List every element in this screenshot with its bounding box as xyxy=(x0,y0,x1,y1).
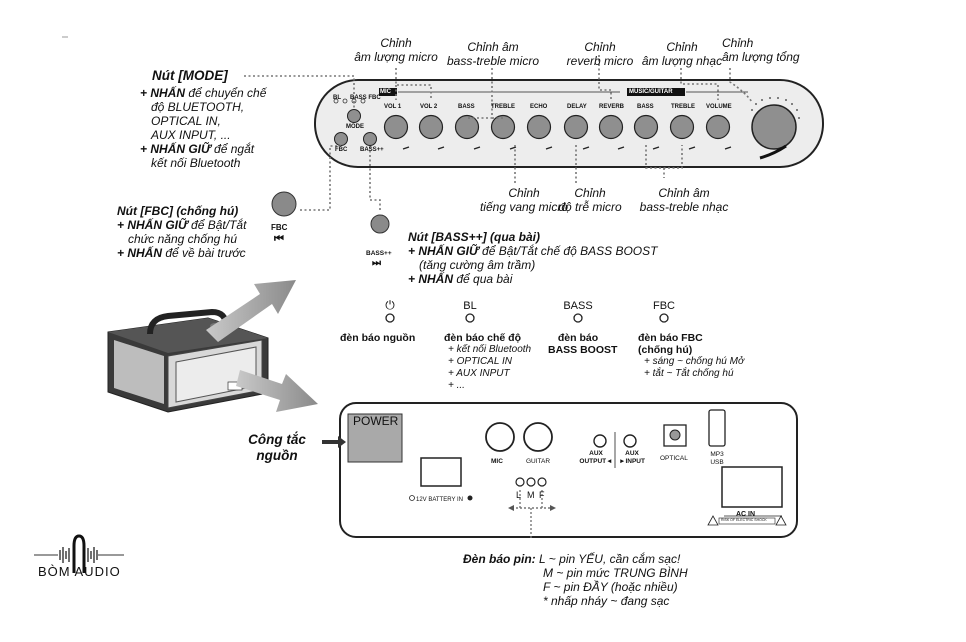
panel-led xyxy=(333,98,339,104)
knob-label: BASS xyxy=(458,104,475,110)
panel-fbc: FBC xyxy=(335,147,348,153)
mode-title: Nút [MODE] xyxy=(152,68,228,83)
knob-label: VOLUME xyxy=(706,104,732,110)
speaker-illustration xyxy=(107,308,269,413)
indicator-fbc-code: FBC xyxy=(653,300,675,312)
fbc-button-label: FBC xyxy=(271,223,288,232)
knob-label: ECHO xyxy=(530,104,548,110)
bass-button-panel[interactable] xyxy=(363,132,377,146)
mode-description: + NHẤN để chuyển chế độ BLUETOOTH, OPTIC… xyxy=(140,86,267,170)
optical-label: OPTICAL xyxy=(660,455,688,462)
panel-led xyxy=(342,98,348,104)
battery-led-f xyxy=(537,477,547,487)
bass-led xyxy=(573,313,583,323)
music-guitar-section-tag xyxy=(627,88,685,96)
battery-letter-m: M xyxy=(527,490,535,500)
bass-plus-button[interactable] xyxy=(370,214,390,234)
arrow-to-top-panel xyxy=(206,280,296,342)
ac-in-label: AC IN xyxy=(736,511,756,518)
battery-letter-f: F xyxy=(539,490,545,500)
power-led xyxy=(385,313,395,323)
panel-bass: BASS++ xyxy=(360,147,384,153)
fbc-description: + NHẤN GIỮ để Bật/Tắt chức năng chống hú… xyxy=(117,218,247,260)
indicator-power-title: đèn báo nguồn xyxy=(340,332,416,344)
knob-label: DELAY xyxy=(567,104,587,110)
knob-label: VOL 2 xyxy=(420,104,438,110)
arrow-to-back-panel xyxy=(236,370,318,412)
panel-music-tag: MUSIC/GUITAR xyxy=(629,89,673,95)
knob-label: REVERB xyxy=(599,104,625,110)
panel-bl: BL xyxy=(333,95,341,101)
battery-port xyxy=(420,457,462,487)
indicator-bass-code: BASS xyxy=(563,300,593,312)
indicator-bl-code: BL xyxy=(463,300,477,312)
power-switch[interactable] xyxy=(347,413,403,463)
mic-section-tag xyxy=(379,88,397,96)
bomaudio-logo xyxy=(34,534,124,573)
bass-title: Nút [BASS++] (qua bài) xyxy=(408,230,541,244)
indicator-fbc-desc: đèn báo FBC (chống hú) + sáng ~ chống hú… xyxy=(638,332,744,379)
fbc-led xyxy=(659,313,669,323)
ac-warning-label: RISK OF ELECTRIC SHOCK xyxy=(721,518,767,522)
knob-label: TREBLE xyxy=(491,104,515,110)
bass-button-label: BASS++ xyxy=(366,250,392,257)
fbc-button[interactable] xyxy=(271,191,297,217)
mic-jack[interactable] xyxy=(485,422,515,452)
knob-label: BASS xyxy=(637,104,654,110)
power-icon: ⏻ xyxy=(385,298,395,312)
panel-knobs[interactable] xyxy=(383,104,797,150)
bomaudio-logo-text: BÒM AUDIO xyxy=(38,564,121,579)
fbc-button-panel[interactable] xyxy=(334,132,348,146)
aux-input-label: AUX►INPUT xyxy=(619,450,645,465)
aux-input-jack[interactable] xyxy=(623,434,637,448)
guitar-jack[interactable] xyxy=(523,422,553,452)
bl-led xyxy=(465,313,475,323)
battery-legend: Đèn báo pin: L ~ pin YẾU, cần cắm sạc! M… xyxy=(463,552,688,608)
panel-mode: MODE xyxy=(346,124,364,130)
ac-in-socket[interactable] xyxy=(721,466,783,508)
battery-led-m xyxy=(526,477,536,487)
battery-in-label: 12V BATTERY IN xyxy=(416,497,464,503)
mode-button-panel[interactable] xyxy=(347,109,361,123)
next-track-icon: ⏭ xyxy=(372,258,381,269)
fbc-title: Nút [FBC] (chống hú) xyxy=(117,204,239,218)
knob-label: VOL 1 xyxy=(384,104,402,110)
knob-label: TREBLE xyxy=(671,104,695,110)
panel-mic-tag: MIC xyxy=(380,89,391,95)
previous-track-icon: ⏮ xyxy=(274,233,284,245)
panel-led xyxy=(360,98,366,104)
usb-port[interactable] xyxy=(708,409,726,447)
battery-led-l xyxy=(515,477,525,487)
aux-output-jack[interactable] xyxy=(593,434,607,448)
indicator-bl-desc: đèn báo chế độ + kết nối Bluetooth + OPT… xyxy=(444,332,532,391)
bass-description: + NHẤN GIỮ để Bật/Tắt chế độ BASS BOOST … xyxy=(408,244,658,286)
panel-bass-fbc: BASS FBC xyxy=(350,95,381,101)
guitar-label: GUITAR xyxy=(526,458,551,465)
battery-letter-l: L xyxy=(516,490,522,500)
power-label: POWER xyxy=(353,414,399,428)
mic-label: MIC xyxy=(491,458,503,465)
